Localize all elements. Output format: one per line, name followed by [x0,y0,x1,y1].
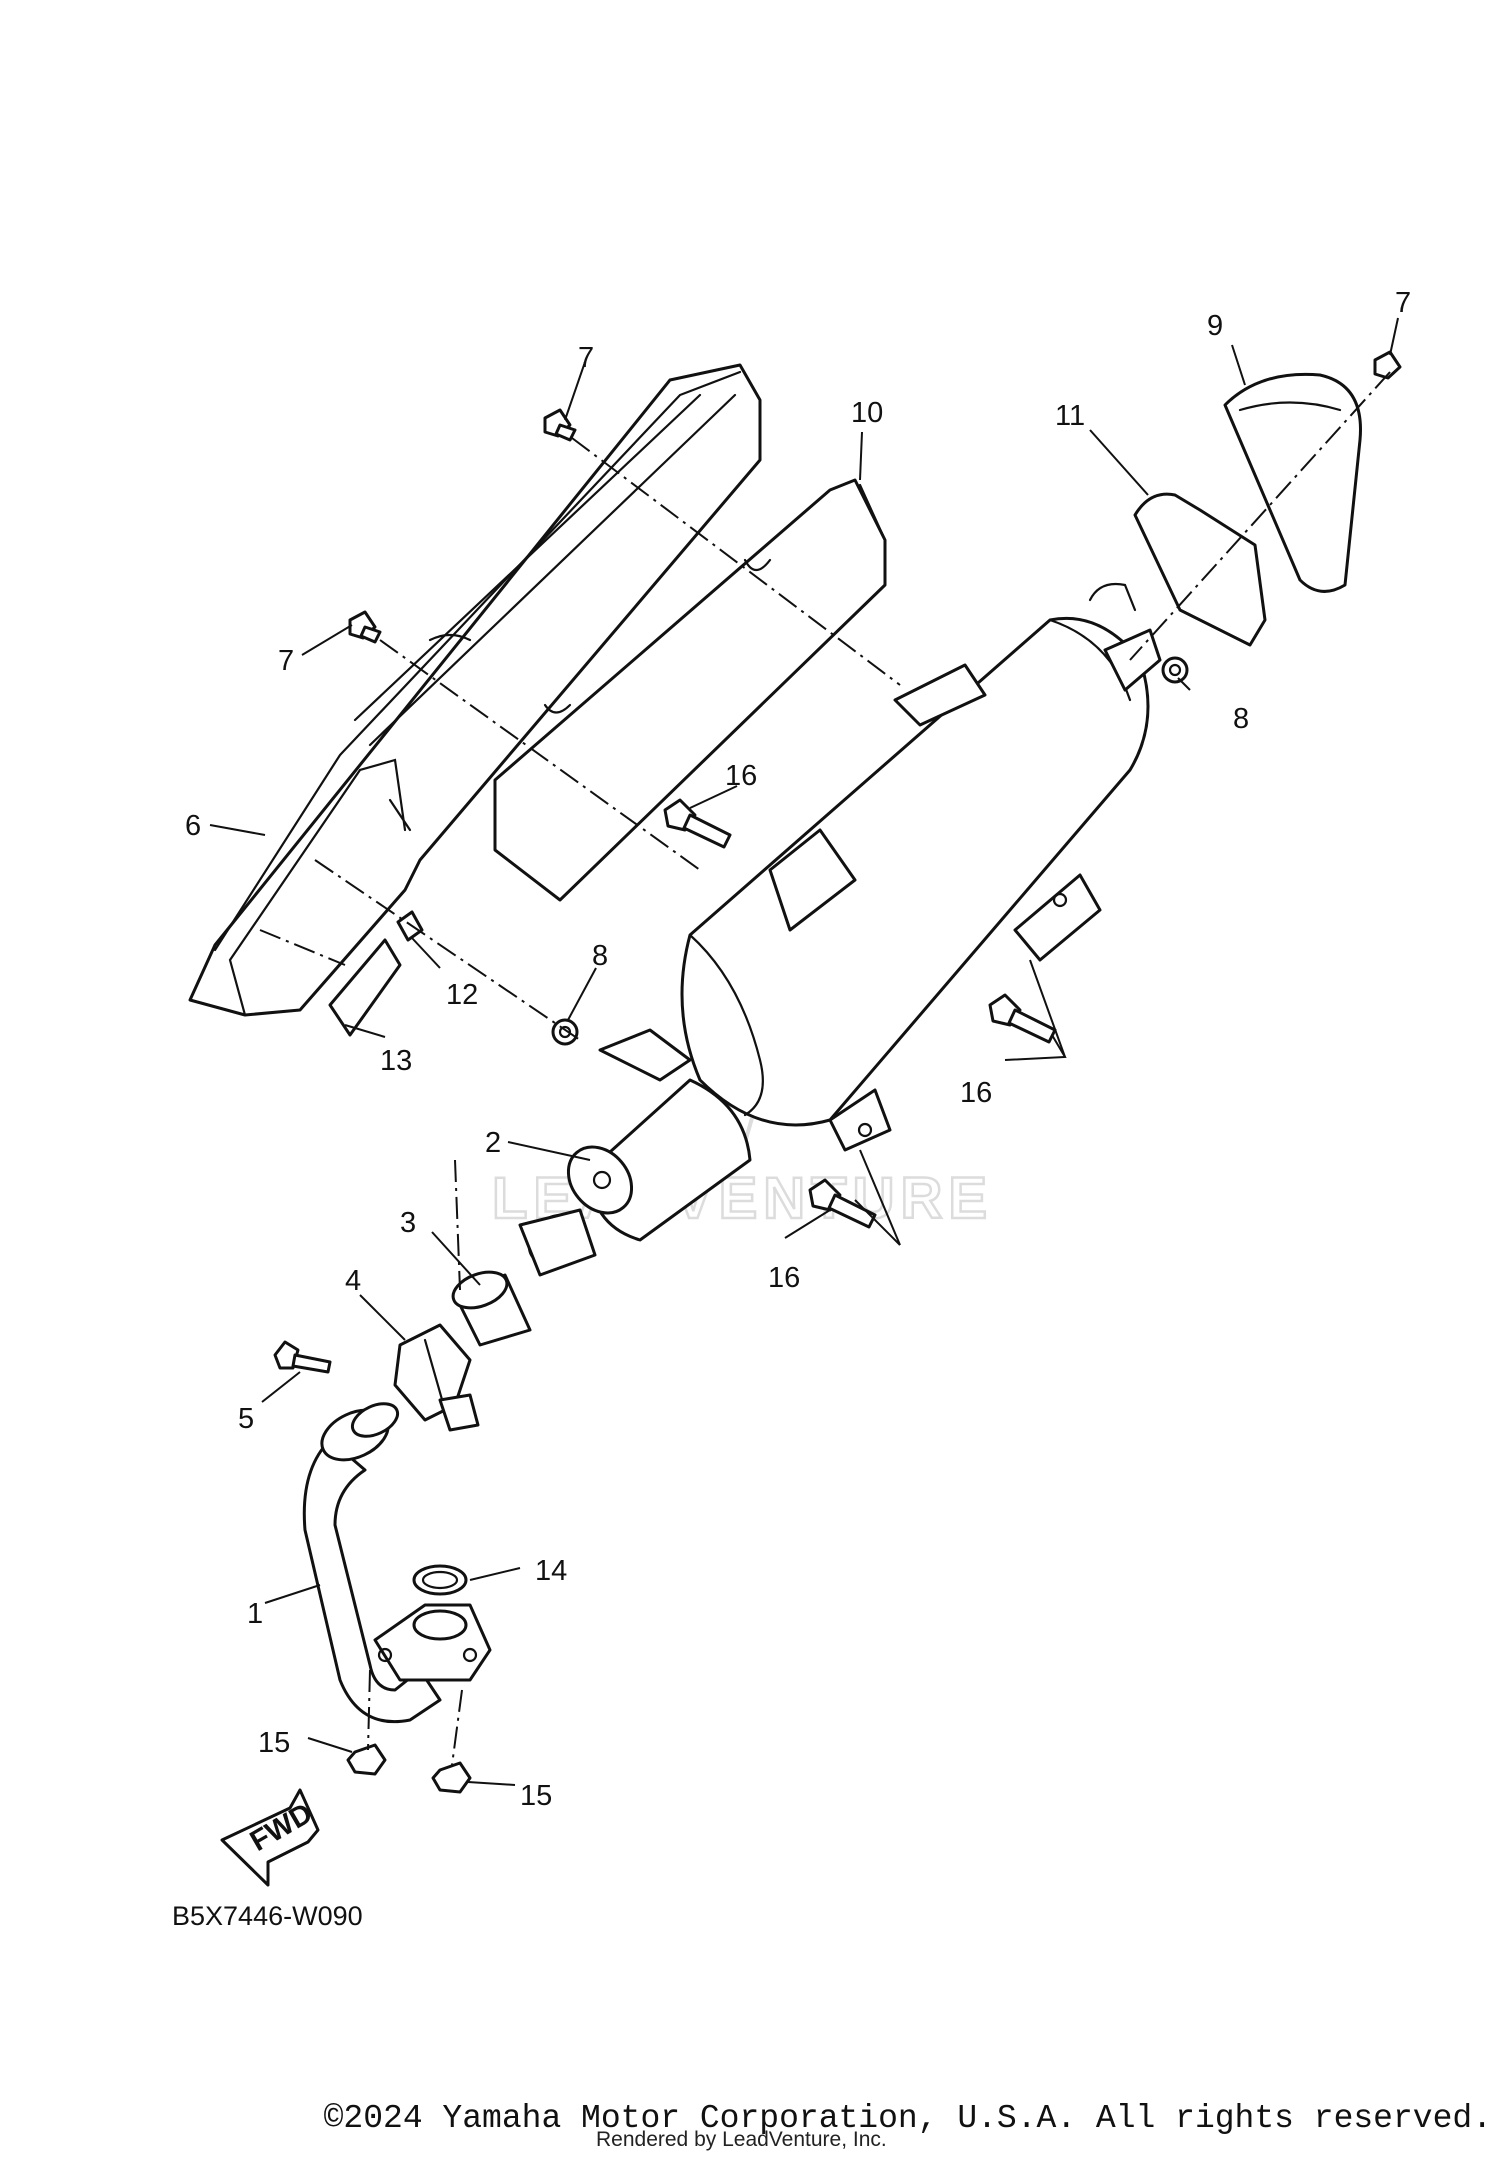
part-2-pipe [518,1028,752,1277]
leader-lines [209,317,1399,1786]
muffler-body [680,582,1162,1152]
callout-4: 4 [345,1265,361,1297]
part-16-bolts [663,798,1057,1229]
callout-7-left: 7 [278,645,294,677]
part-1-header-pipe [302,1402,492,1724]
callout-5: 5 [238,1403,254,1435]
alignment-lines [259,371,1391,1766]
callout-16-top: 16 [725,760,757,792]
callout-3: 3 [400,1207,416,1239]
copyright-notice: ©2024 Yamaha Motor Corporation, U.S.A. A… [323,2100,1492,2137]
callout-15-left: 15 [258,1727,290,1759]
callout-labels: 1 2 3 4 5 6 7 7 7 8 8 9 10 11 12 13 14 1… [185,287,1411,1812]
part-12-damper [396,910,424,942]
callout-7-top: 7 [578,342,594,374]
callout-11: 11 [1055,400,1085,432]
part-6-heat-shield [188,363,762,1017]
part-4-clamp [393,1323,480,1432]
part-13-plate [328,938,402,1037]
part-11-end-cover [1133,492,1267,647]
part-10-inner-shield [493,478,887,902]
callout-14: 14 [535,1555,567,1587]
callout-1: 1 [247,1598,263,1630]
part-14-gasket-inner [421,1570,459,1590]
fwd-arrow: FWD [220,1788,320,1887]
callout-9: 9 [1207,310,1223,342]
diagram-code: B5X7446-W090 [172,1901,363,1931]
callout-16-bottom: 16 [768,1262,800,1294]
callout-10: 10 [851,397,883,429]
part-8-nuts [551,656,1189,1046]
callout-7-right: 7 [1395,287,1411,319]
part-7-screws [348,350,1402,644]
part-5-bolt [273,1340,332,1374]
callout-6: 6 [185,810,201,842]
part-9-end-cap [1223,372,1362,593]
callout-16-right: 16 [960,1077,992,1109]
callout-13: 13 [380,1045,412,1077]
callout-2: 2 [485,1127,501,1159]
part-14-gasket-ring [412,1564,468,1596]
part-15-nuts [346,1743,472,1794]
part-3-gasket [451,1270,532,1347]
rendered-by-notice: Rendered by LeadVenture, Inc. [596,2128,887,2151]
callout-15-right: 15 [520,1780,552,1812]
callout-8-left: 8 [592,940,608,972]
callout-12: 12 [446,979,478,1011]
callout-8-right: 8 [1233,703,1249,735]
